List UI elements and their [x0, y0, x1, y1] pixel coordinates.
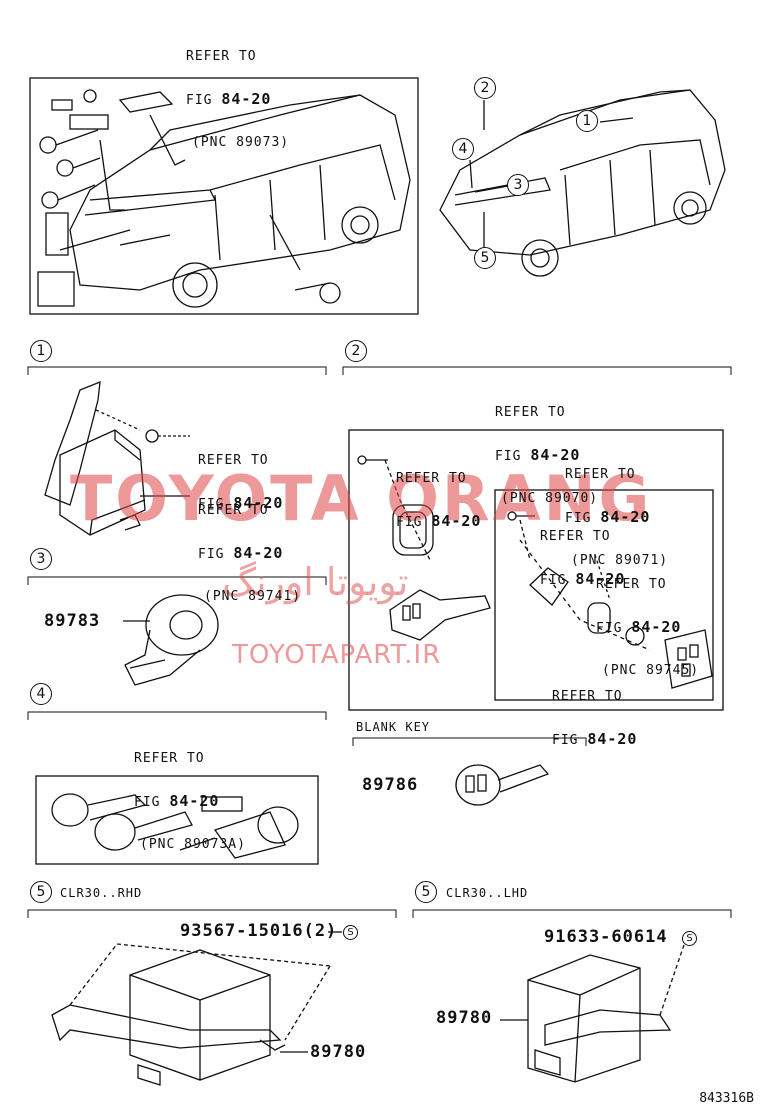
refer-pnc: (PNC 89070): [501, 491, 599, 506]
refer-s2-bottom[interactable]: REFER TO FIG 84-20: [552, 662, 637, 762]
part-89783[interactable]: 89783: [44, 611, 101, 631]
blank-key: [455, 764, 550, 806]
refer-fig: 84-20: [631, 618, 682, 636]
diagram-code: 843316B: [699, 1091, 754, 1106]
section-2-callout[interactable]: 2: [345, 340, 367, 362]
refer-fig-prefix: FIG: [552, 733, 588, 748]
section-5-rhd-title: CLR30..RHD: [60, 886, 143, 900]
part-89786[interactable]: 89786: [362, 775, 419, 795]
refer-fig: 84-20: [233, 494, 284, 512]
key-boxes-2: [348, 429, 724, 711]
part-89780-lhd[interactable]: 89780: [436, 1008, 493, 1028]
refer-fig-prefix: FIG: [565, 511, 601, 526]
section-1-callout[interactable]: 1: [30, 340, 52, 362]
refer-s1-a[interactable]: REFER TO FIG 84-20: [198, 426, 283, 526]
refer-fig: 84-20: [169, 792, 220, 810]
refer-fig: 84-20: [431, 512, 482, 530]
refer-fig: 84-20: [600, 508, 651, 526]
callout-3-top[interactable]: 3: [507, 174, 529, 196]
refer-fig-prefix: FIG: [495, 449, 531, 464]
blank-key-title: BLANK KEY: [356, 720, 431, 734]
refer-s4[interactable]: REFER TO FIG 84-20 (PNC 89073A): [134, 724, 246, 866]
refer-fig-prefix: FIG: [396, 515, 432, 530]
refer-s2-inner[interactable]: REFER TO FIG 84-20 (PNC 89071): [565, 440, 668, 582]
refer-line1: REFER TO: [396, 471, 467, 486]
refer-line1: REFER TO: [565, 467, 636, 482]
refer-fig: 84-20: [530, 446, 581, 464]
part-89780-rhd[interactable]: 89780: [310, 1042, 367, 1062]
refer-fig-prefix: FIG: [540, 573, 576, 588]
refer-line1: REFER TO: [540, 529, 611, 544]
refer-s2-screw[interactable]: REFER TO FIG 84-20: [396, 444, 481, 544]
refer-fig: 84-20: [587, 730, 638, 748]
refer-s2-top[interactable]: REFER TO FIG 84-20 (PNC 89070): [495, 378, 598, 520]
ecu-rhd-5: [51, 931, 342, 1086]
section-3-callout[interactable]: 3: [30, 548, 52, 570]
refer-pnc: (PNC 89745): [602, 663, 700, 678]
s-symbol-rhd: S: [343, 925, 358, 940]
watermark-brand: TOYOTA ORANG: [70, 462, 653, 535]
part-93567-15016[interactable]: 93567-15016(2): [180, 921, 338, 941]
van-left-view: [29, 77, 419, 315]
section-rules: [27, 366, 732, 918]
section-4-callout[interactable]: 4: [30, 683, 52, 705]
refer-line1: REFER TO: [198, 453, 269, 468]
callout-2-top[interactable]: 2: [474, 77, 496, 99]
refer-pnc: (PNC 89071): [571, 553, 669, 568]
refer-s2-inner-screw[interactable]: REFER TO FIG 84-20: [540, 502, 625, 602]
refer-fig-prefix: FIG: [198, 497, 234, 512]
watermark-persian: تویوتا اورنگ: [222, 560, 409, 604]
refer-line1: REFER TO: [495, 405, 566, 420]
refer-fig-prefix: FIG: [186, 93, 222, 108]
refer-pnc: (PNC 89073): [192, 135, 290, 150]
section-5-rhd-callout[interactable]: 5: [30, 881, 52, 903]
refer-line1: REFER TO: [552, 689, 623, 704]
refer-s1-b[interactable]: REFER TO FIG 84-20 (PNC 89741): [198, 476, 301, 618]
refer-fig: 84-20: [233, 544, 284, 562]
refer-fig-prefix: FIG: [198, 547, 234, 562]
callout-5-top[interactable]: 5: [474, 247, 496, 269]
refer-line1: REFER TO: [198, 503, 269, 518]
refer-line1: REFER TO: [134, 751, 205, 766]
refer-pnc: (PNC 89741): [204, 589, 302, 604]
refer-line1: REFER TO: [596, 577, 667, 592]
part-91633-60614[interactable]: 91633-60614: [544, 927, 668, 947]
callout-1-top[interactable]: 1: [576, 110, 598, 132]
van-right-view: [439, 89, 726, 277]
ignition-ring-3: [123, 594, 219, 686]
ecu-bracket-1: [44, 380, 190, 536]
refer-fig: 84-20: [221, 90, 272, 108]
key-set-4: [35, 775, 319, 865]
ecu-lhd-5: [500, 944, 685, 1083]
watermark-site: TOYOTAPART.IR: [232, 640, 442, 670]
section-5-lhd-title: CLR30..LHD: [446, 886, 529, 900]
refer-fig: 84-20: [575, 570, 626, 588]
refer-fig-prefix: FIG: [134, 795, 170, 810]
refer-pnc: (PNC 89073A): [140, 837, 246, 852]
refer-fig-prefix: FIG: [596, 621, 632, 636]
refer-s2-cover[interactable]: REFER TO FIG 84-20 (PNC 89745): [596, 550, 699, 692]
refer-line1: REFER TO: [186, 49, 257, 64]
s-symbol-lhd: S: [682, 931, 697, 946]
refer-top[interactable]: REFER TO FIG 84-20 (PNC 89073): [186, 22, 289, 164]
section-5-lhd-callout[interactable]: 5: [415, 881, 437, 903]
callout-4-top[interactable]: 4: [452, 138, 474, 160]
